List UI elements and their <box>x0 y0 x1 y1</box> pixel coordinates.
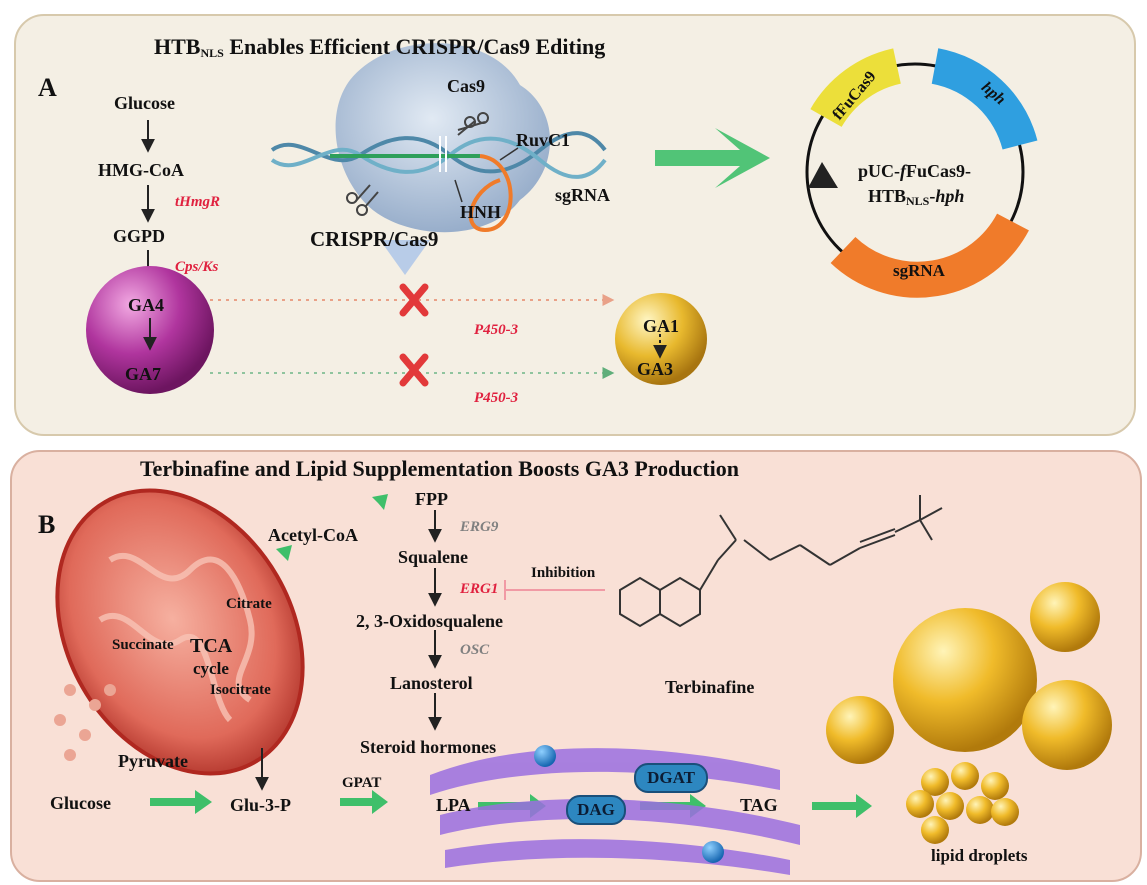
label-sgrna: sgRNA <box>555 185 611 205</box>
scissors-icon <box>346 184 379 216</box>
label-hnh: HNH <box>460 202 502 222</box>
label-succinate: Succinate <box>112 637 174 653</box>
label-crispr-cas9: CRISPR/Cas9 <box>310 227 439 251</box>
enzyme-erg1: ERG1 <box>460 581 499 597</box>
label-hmg-coa: HMG-CoA <box>98 160 184 180</box>
terbinafine-structure <box>619 495 943 628</box>
label-ga4: GA4 <box>128 295 164 315</box>
label-isocitrate: Isocitrate <box>210 682 271 698</box>
label-glu-3-p: Glu-3-P <box>230 795 291 815</box>
cas9-complex <box>270 43 607 275</box>
plasmid-name-line2: HTBNLS-hph <box>868 186 965 208</box>
panel-b-title: Terbinafine and Lipid Supplementation Bo… <box>140 456 740 481</box>
label-ga3: GA3 <box>637 359 673 379</box>
mitochondrion <box>54 488 305 776</box>
label-cas9: Cas9 <box>447 76 486 96</box>
panel-b-letter: B <box>38 510 56 539</box>
ribosome-icon <box>702 841 724 863</box>
label-lpa: LPA <box>436 795 471 815</box>
label-citrate: Citrate <box>226 596 272 612</box>
label-lipid-droplets: lipid droplets <box>931 846 1028 865</box>
label-ggpd: GGPD <box>113 226 165 246</box>
label-ga7: GA7 <box>125 364 161 384</box>
label-glucose-b: Glucose <box>50 793 111 813</box>
label-glucose: Glucose <box>114 93 175 113</box>
label-terbinafine: Terbinafine <box>665 677 755 697</box>
label-ga1: GA1 <box>643 316 679 336</box>
green-arrow-to-plasmid <box>655 128 770 188</box>
label-lanosterol: Lanosterol <box>390 673 473 693</box>
ga1-ga3-sphere <box>615 293 707 385</box>
enzyme-pill-dag: DAG <box>566 795 626 825</box>
scissors-icon <box>457 112 489 136</box>
block-x-icon <box>399 283 429 317</box>
label-inhibition: Inhibition <box>531 565 596 581</box>
plasmid-name-line1: pUC-fFuCas9- <box>858 161 972 181</box>
enzyme-cps-ks: Cps/Ks <box>175 259 219 275</box>
label-tca: TCA <box>190 635 233 657</box>
label-tag: TAG <box>740 795 778 815</box>
enzyme-pill-dgat: DGAT <box>634 763 708 793</box>
enzyme-osc: OSC <box>460 642 490 658</box>
lipid-droplets <box>826 582 1112 844</box>
enzyme-thmgr: tHmgR <box>175 194 221 210</box>
label-cycle: cycle <box>193 659 229 678</box>
plasmid-segment-sgrna: sgRNA <box>893 261 945 280</box>
plasmid-map <box>805 48 1038 298</box>
block-x-icon <box>399 353 429 387</box>
label-pyruvate: Pyruvate <box>118 751 188 771</box>
label-steroid-hormones: Steroid hormones <box>360 737 497 757</box>
label-oxidosqualene: 2, 3-Oxidosqualene <box>356 611 504 631</box>
panel-a-letter: A <box>38 73 57 102</box>
label-gpat: GPAT <box>342 775 382 791</box>
enzyme-p450-3-upper: P450-3 <box>474 322 519 338</box>
enzyme-p450-3-lower: P450-3 <box>474 390 519 406</box>
label-acetyl-coa: Acetyl-CoA <box>268 525 358 545</box>
panel-a-title: HTBNLS Enables Efficient CRISPR/Cas9 Edi… <box>154 34 606 60</box>
ribosome-icon <box>534 745 556 767</box>
enzyme-erg9: ERG9 <box>460 519 499 535</box>
label-ruvc1: RuvC1 <box>516 130 571 150</box>
label-fpp: FPP <box>415 489 448 509</box>
label-squalene: Squalene <box>398 547 469 567</box>
